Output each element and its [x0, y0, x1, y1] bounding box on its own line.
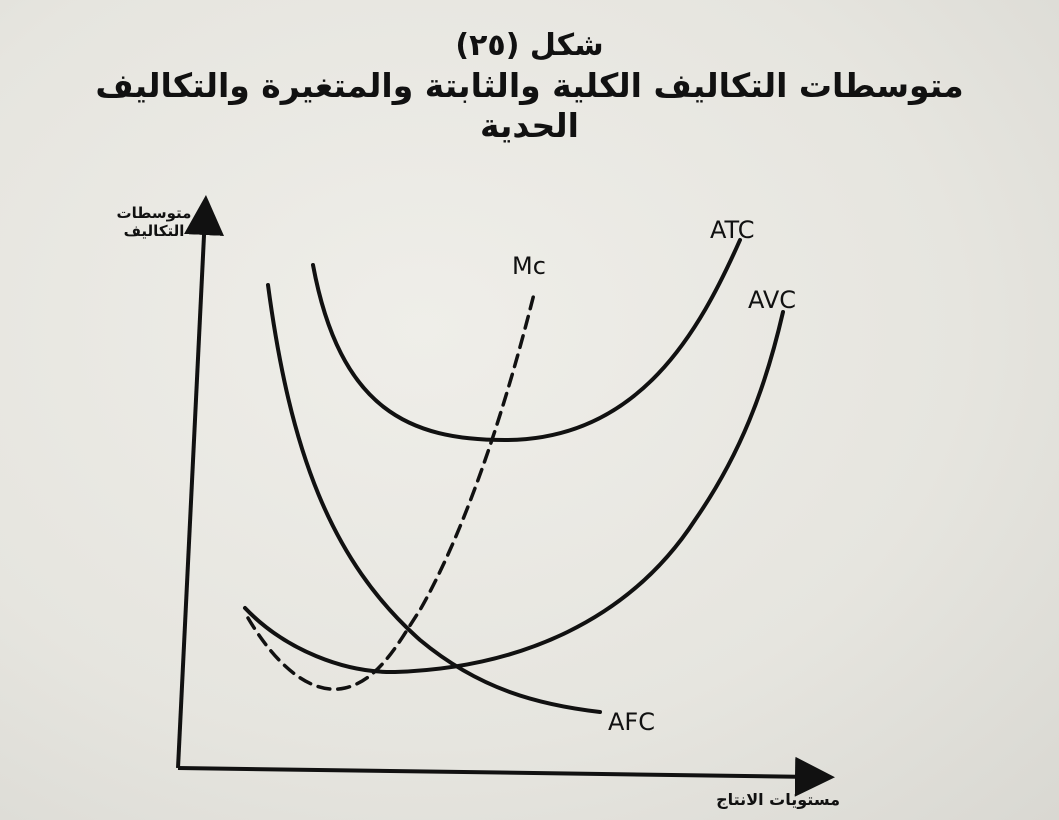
label-mc: Mc	[512, 252, 546, 280]
curve-afc	[266, 283, 602, 714]
curve-atc	[311, 238, 742, 443]
figure-number: شكل (٢٥)	[455, 28, 604, 63]
curve-avc	[243, 310, 785, 675]
label-afc: AFC	[608, 708, 655, 736]
x-axis	[177, 756, 835, 797]
curve-mc	[246, 288, 537, 691]
y-axis-label: متوسطات التكاليف	[116, 204, 192, 240]
figure-title: متوسطات التكاليف الكلية والثابتة والمتغي…	[95, 66, 964, 145]
label-avc: AVC	[748, 286, 796, 314]
label-atc: ATC	[710, 216, 755, 244]
y-axis	[176, 195, 225, 769]
